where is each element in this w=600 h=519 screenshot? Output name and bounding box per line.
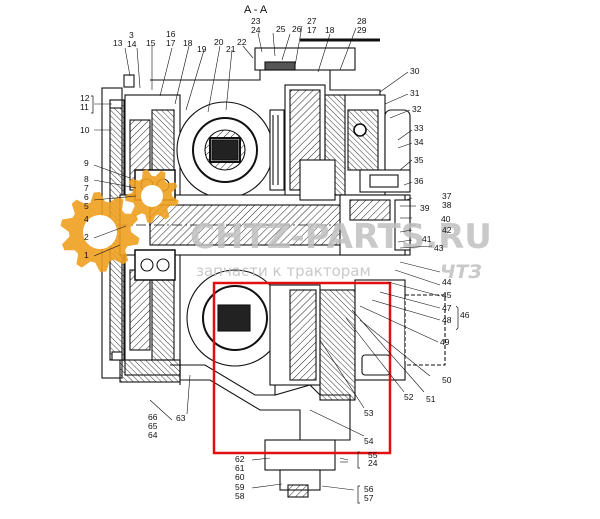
part-label-45: 45 [442,290,452,300]
part-label-34: 34 [414,137,424,147]
part-label-66: 66 [148,412,158,422]
part-label-25: 25 [276,24,286,34]
part-label-22: 22 [237,37,247,47]
part-label-54: 54 [364,436,374,446]
part-label-30: 30 [410,66,420,76]
watermark-brand: ЧТЗ [440,261,482,283]
gearbox-section-drawing [100,38,446,498]
part-label-60: 60 [235,472,245,482]
watermark-main: CHTZ-PARTS.RU [190,217,492,257]
label-brackets [91,95,459,504]
gear-logo-small-icon [125,169,179,223]
part-label-58: 58 [235,491,245,501]
part-label-5: 5 [84,201,89,211]
part-label-28: 28 [357,16,367,26]
part-labels: 12 11 10 9 8 7 6 5 4 2 1 13 3 14 15 16 1… [80,16,470,503]
part-label-42: 42 [442,225,452,235]
part-label-21: 21 [226,44,236,54]
part-label-35: 35 [414,155,424,165]
part-label-4: 4 [84,214,89,224]
part-label-53: 53 [364,408,374,418]
part-label-16: 16 [166,29,176,39]
part-label-37: 37 [442,191,452,201]
part-label-38: 38 [442,200,452,210]
part-label-11: 11 [80,102,89,112]
part-label-48: 48 [442,315,452,325]
part-label-36: 36 [414,176,424,186]
part-label-49: 49 [440,337,450,347]
part-label-14: 14 [127,39,137,49]
highlight-box [212,281,392,455]
part-label-19: 19 [197,44,207,54]
part-label-32: 32 [412,104,422,114]
part-label-27: 27 [307,16,317,26]
part-label-50: 50 [442,375,452,385]
part-label-17: 17 [166,38,176,48]
part-label-51: 51 [426,394,436,404]
part-label-43: 43 [434,243,444,253]
part-label-15: 15 [146,38,156,48]
part-label-24-top: 24 [251,25,261,35]
part-label-55: 55 [368,450,378,460]
part-label-3: 3 [129,30,134,40]
part-label-29: 29 [357,25,367,35]
part-label-8: 8 [84,174,89,184]
part-label-18-top: 18 [325,25,335,35]
part-label-17-top: 17 [307,25,317,35]
part-label-23: 23 [251,16,261,26]
part-label-52: 52 [404,392,414,402]
part-label-56: 56 [364,484,374,494]
gear-logo-icon [60,192,140,272]
watermark-sub: запчасти к тракторам [196,262,371,280]
part-label-18: 18 [183,38,193,48]
part-label-10: 10 [80,125,90,135]
part-label-64: 64 [148,430,158,440]
part-label-9: 9 [84,158,89,168]
part-label-40: 40 [441,214,451,224]
leader-lines [93,25,441,491]
watermark: CHTZ-PARTS.RU запчасти к тракторам ЧТЗ [60,169,492,283]
section-title: A - A [244,4,268,16]
part-label-20: 20 [214,37,224,47]
part-label-39: 39 [420,203,430,213]
part-label-47: 47 [442,303,452,313]
gear-hole [83,215,117,249]
part-label-7: 7 [84,183,89,193]
gear-hole [141,185,163,207]
part-label-31: 31 [410,88,420,98]
part-label-44: 44 [442,277,452,287]
part-label-57: 57 [364,493,374,503]
part-label-26: 26 [292,24,302,34]
part-label-2: 2 [84,232,89,242]
part-label-63: 63 [176,413,186,423]
part-label-61: 61 [235,463,245,473]
part-label-12: 12 [80,93,90,103]
part-label-65: 65 [148,421,158,431]
part-label-6: 6 [84,192,89,202]
part-label-41: 41 [422,234,432,244]
part-label-59: 59 [235,482,245,492]
part-label-24-bottom: 24 [368,458,378,468]
part-label-46: 46 [460,310,470,320]
part-label-1: 1 [84,250,89,260]
part-label-33: 33 [414,123,424,133]
part-label-13: 13 [113,38,123,48]
part-label-62: 62 [235,454,245,464]
